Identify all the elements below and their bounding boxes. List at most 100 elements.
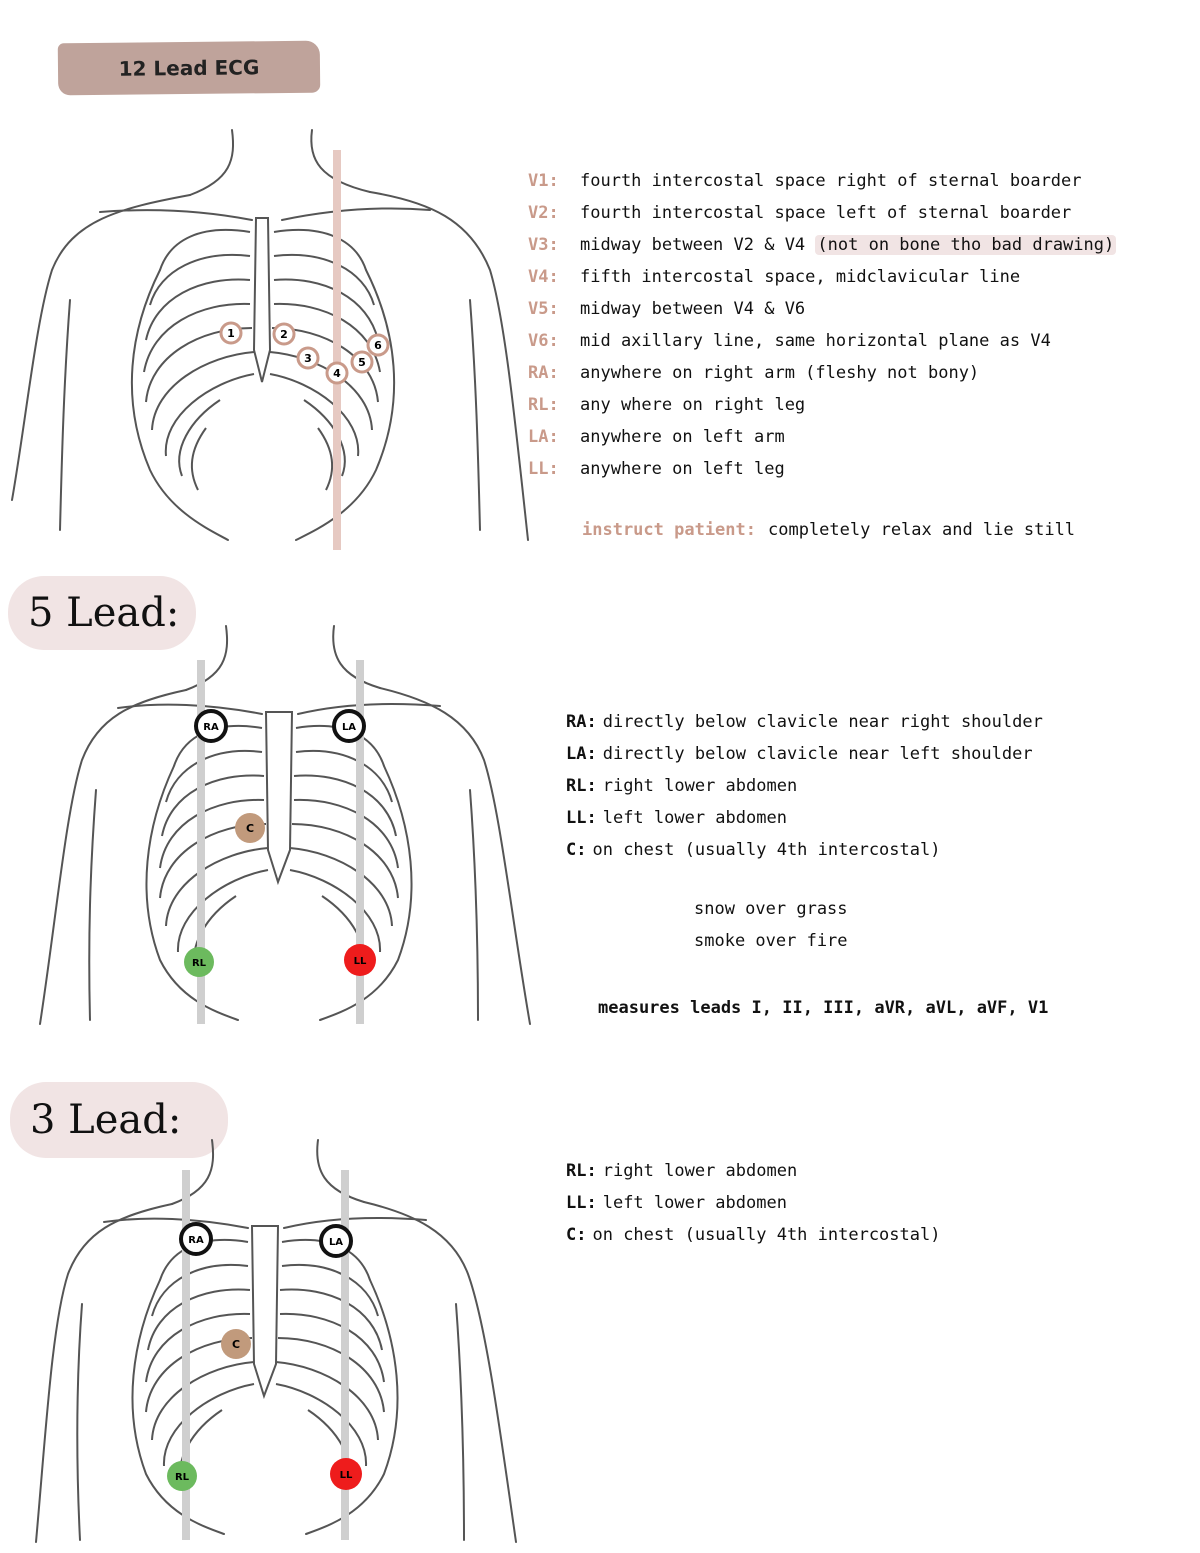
electrode-v2: 2 <box>272 322 296 346</box>
placement-key: LL: <box>528 459 559 479</box>
electrode-rl-label: RL <box>175 1472 190 1483</box>
placement-key: V4: <box>528 267 559 287</box>
electrode-la-label: LA <box>329 1237 343 1248</box>
patient-instruction: instruct patient: completely relax and li… <box>582 520 1075 540</box>
electrode-ll-label: LL <box>354 956 367 967</box>
ribs-right <box>275 1238 399 1535</box>
placement-text: on chest (usually 4th intercostal) <box>592 840 941 860</box>
page-title: 12 Lead ECG <box>118 55 260 81</box>
placement-text: fourth intercostal space right of sterna… <box>580 171 1082 191</box>
electrode-ll: LL <box>344 944 376 976</box>
placement-text: anywhere on left arm <box>580 427 785 447</box>
lead5-measured-leads: measures leads I, II, III, aVR, aVL, aVF… <box>598 998 1049 1018</box>
electrode-v1: 1 <box>219 321 243 345</box>
electrode-rl: RL <box>167 1461 197 1491</box>
list-item: RL:any where on right leg <box>528 389 1116 421</box>
placement-text: midway between V2 & V4 <box>580 235 806 255</box>
placement-text: directly below clavicle near right shoul… <box>602 712 1043 732</box>
placement-key: LA: <box>528 427 559 447</box>
list-item: LL: anywhere on left leg <box>528 453 1116 485</box>
electrode-c: C <box>221 1329 251 1359</box>
ribs-left <box>131 1238 255 1535</box>
placement-key: RL: <box>566 776 597 796</box>
electrode-ra: RA <box>194 709 228 743</box>
placement-note: (not on bone tho bad drawing) <box>815 235 1117 255</box>
placement-key: LL: <box>566 1193 597 1213</box>
ribs-right <box>269 228 396 541</box>
torso-3-lead: RA LA C RL LL <box>35 1139 517 1543</box>
placement-key: V3: <box>528 235 559 255</box>
placement-text: right lower abdomen <box>602 1161 798 1181</box>
lead5-mnemonic: snow over grass smoke over fire <box>694 893 848 957</box>
electrode-rl: RL <box>184 947 214 977</box>
ribs-left <box>130 228 255 541</box>
electrode-c-label: C <box>246 822 254 835</box>
placement-key: LA: <box>566 744 597 764</box>
placement-text: anywhere on left leg <box>580 459 785 479</box>
placement-text: on chest (usually 4th intercostal) <box>592 1225 941 1245</box>
list-item: LL:left lower abdomen <box>566 802 1043 834</box>
electrode-la: LA <box>332 709 366 743</box>
placement-key: RA: <box>566 712 597 732</box>
list-item: V1:fourth intercostal space right of ste… <box>528 165 1116 197</box>
electrode-ra: RA <box>179 1222 213 1256</box>
shoulder-left <box>11 194 191 501</box>
ribs-right <box>289 724 413 1021</box>
placement-text: directly below clavicle near left should… <box>602 744 1033 764</box>
placement-text: anywhere on right arm (fleshy not bony) <box>580 363 980 383</box>
electrode-ll-label: LL <box>340 1470 353 1481</box>
placement-text: midway between V4 & V6 <box>580 299 806 319</box>
list-item: RA:directly below clavicle near right sh… <box>566 706 1043 738</box>
list-item: V4:fifth intercostal space, midclavicula… <box>528 261 1116 293</box>
list-item: LL:left lower abdomen <box>566 1187 940 1219</box>
placement-key: V5: <box>528 299 559 319</box>
electrode-v1-label: 1 <box>227 327 235 340</box>
list-item: C:on chest (usually 4th intercostal) <box>566 1219 940 1251</box>
lead3-heading-text: 3 Lead: <box>30 1097 182 1143</box>
shoulder-right <box>369 191 529 541</box>
electrode-v4: 4 <box>325 361 349 385</box>
electrode-v5: 5 <box>350 350 374 374</box>
lead3-heading: 3 Lead: <box>10 1082 228 1158</box>
list-item: V3: midway between V2 & V4 (not on bone t… <box>528 229 1117 261</box>
neck-left <box>189 129 235 196</box>
electrode-rl-label: RL <box>192 958 207 969</box>
placement-key: V6: <box>528 331 559 351</box>
electrode-ra-label: RA <box>203 722 219 733</box>
arm-left-inner <box>59 299 71 531</box>
instruction-label: instruct patient: <box>582 520 756 540</box>
list-item: C:on chest (usually 4th intercostal) <box>566 834 1043 866</box>
list-item: V6:mid axillary line, same horizontal pl… <box>528 325 1116 357</box>
placement-key: C: <box>566 840 587 860</box>
clavicle-right <box>281 207 431 221</box>
electrode-v3-label: 3 <box>304 352 312 365</box>
placement-text: right lower abdomen <box>602 776 798 796</box>
list-item: RL:right lower abdomen <box>566 770 1043 802</box>
lead5-placement-list: RA:directly below clavicle near right sh… <box>566 706 1043 866</box>
title-banner: 12 Lead ECG <box>57 40 321 96</box>
lead12-placement-list: V1:fourth intercostal space right of ste… <box>528 165 1117 485</box>
mnemonic-line: smoke over fire <box>694 931 848 951</box>
placement-key: RL: <box>528 395 559 415</box>
electrode-v6-label: 6 <box>374 339 382 352</box>
electrode-c: C <box>235 813 265 843</box>
electrode-v2-label: 2 <box>280 328 288 341</box>
placement-key: RA: <box>528 363 559 383</box>
list-item: RA: anywhere on right arm (fleshy not bon… <box>528 357 1116 389</box>
clavicle-left <box>99 209 253 221</box>
electrode-ra-label: RA <box>188 1235 204 1246</box>
placement-key: LL: <box>566 808 597 828</box>
sternum <box>252 217 272 383</box>
placement-key: C: <box>566 1225 587 1245</box>
lead3-placement-list: RL:right lower abdomen LL:left lower abd… <box>566 1155 940 1251</box>
list-item: LA: anywhere on left arm <box>528 421 1116 453</box>
placement-text: left lower abdomen <box>602 1193 787 1213</box>
electrode-la-label: LA <box>342 722 356 733</box>
instruction-text: completely relax and lie still <box>768 520 1076 540</box>
placement-text: fourth intercostal space left of sternal… <box>580 203 1072 223</box>
electrode-v6: 6 <box>366 333 390 357</box>
list-item: RL:right lower abdomen <box>566 1155 940 1187</box>
electrode-v4-label: 4 <box>333 367 341 380</box>
electrode-la: LA <box>319 1224 353 1258</box>
lead5-heading-text: 5 Lead: <box>28 590 180 636</box>
